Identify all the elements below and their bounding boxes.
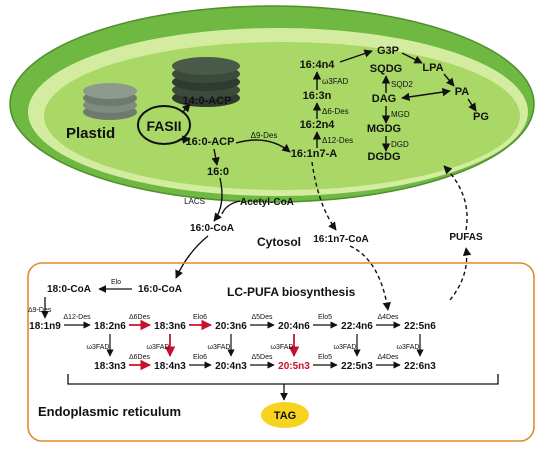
enzyme-n6-5: Elo5 (318, 314, 332, 321)
metabolite-22-5n6: 22:5n6 (404, 321, 436, 332)
metabolite-16-0-coa-cytosol: 16:0-CoA (190, 223, 234, 234)
arrow-pa-to-pg (467, 98, 477, 112)
enzyme-n6-6: Δ4Des (377, 314, 399, 321)
er-pathway-rows: 18:1n9 18:2n6 18:3n6 20:3n6 20:4n6 22:4n6 22:5… (29, 314, 436, 372)
arrow-g3p-to-lpa (401, 52, 423, 64)
er-label: Endoplasmic reticulum (38, 404, 181, 419)
metabolite-18-0-coa: 18:0-CoA (47, 284, 91, 295)
metabolite-20-3n6: 20:3n6 (215, 321, 247, 332)
pufas-label: PUFAS (449, 232, 483, 243)
er-entry-arrows (41, 285, 132, 319)
enzyme-w3fad-6: ω3FAD (397, 344, 420, 351)
fasii-circle (137, 105, 191, 145)
lc-pufa-title: LC-PUFA biosynthesis (227, 285, 356, 299)
enzyme-n6-1: Δ12-Des (63, 314, 91, 321)
enzyme-d9des-plastid: Δ9-Des (251, 131, 278, 140)
enzyme-n3-3: Δ5Des (251, 354, 273, 361)
plastid-arrows (177, 49, 477, 166)
enzyme-n6-2: Δ6Des (129, 314, 151, 321)
metabolite-22-6n3: 22:6n3 (404, 361, 436, 372)
arrow-fasii-to-14-0-acp (181, 103, 191, 114)
thylakoid-stack-large (172, 57, 240, 107)
arrow-er-to-pufas (449, 247, 472, 301)
enzyme-mgd: MGD (391, 110, 410, 119)
metabolite-sqdg: SQDG (370, 63, 402, 75)
metabolite-18-1n9: 18:1n9 (29, 321, 61, 332)
enzyme-n6-4: Δ5Des (251, 314, 273, 321)
arrow-16-0-to-16-0-coa (213, 177, 223, 222)
metabolite-mgdg: MGDG (367, 123, 401, 135)
enzyme-w3fad-1: ω3FAD (87, 344, 110, 351)
enzyme-elo-er: Elo (111, 279, 121, 286)
enzyme-dgd: DGD (391, 140, 409, 149)
acetyl-coa-label: Acetyl-CoA (240, 197, 294, 208)
metabolite-g3p: G3P (377, 45, 399, 57)
enzyme-n3-4: Elo5 (318, 354, 332, 361)
arrow-fasii-to-16-0-acp (177, 135, 191, 144)
metabolite-16-1n7-coa: 16:1n7-CoA (313, 234, 369, 245)
enzyme-w3fad-3: ω3FAD (208, 344, 231, 351)
plastid-stroma (44, 42, 520, 190)
arrow-16-0-coa-to-er (175, 235, 209, 279)
arrow-pufas-to-plastid (443, 165, 468, 231)
metabolite-16-2n4: 16:2n4 (300, 119, 336, 131)
collector-line (67, 374, 499, 385)
metabolite-16-0-acp: 16:0-ACP (186, 136, 235, 148)
metabolite-18-3n6: 18:3n6 (154, 321, 186, 332)
metabolite-20-4n6: 20:4n6 (278, 321, 310, 332)
enzyme-d6des-plastid: Δ6-Des (322, 107, 349, 116)
enzyme-sqd2: SQD2 (391, 80, 413, 89)
arrow-16-1n7-coa-to-er (349, 245, 391, 311)
er-box (27, 262, 535, 442)
metabolite-16-3n: 16:3n (303, 90, 332, 102)
metabolite-16-4n4: 16:4n4 (300, 59, 336, 71)
enzyme-w3fad-4: ω3FAD (271, 344, 294, 351)
metabolite-20-4n3: 20:4n3 (215, 361, 247, 372)
metabolite-18-4n3: 18:4n3 (154, 361, 186, 372)
enzyme-n6-3: Elo6 (193, 314, 207, 321)
metabolite-dgdg: DGDG (368, 151, 401, 163)
arrow-lpa-to-pa (443, 73, 455, 87)
metabolite-16-0: 16:0 (207, 166, 229, 178)
tag-collector (67, 374, 499, 401)
metabolite-18-2n6: 18:2n6 (94, 321, 126, 332)
thylakoid-stack-small (83, 83, 137, 120)
arrow-16-4n4-to-g3p (339, 49, 373, 63)
plastid (9, 5, 535, 203)
enzyme-n3-1: Δ6Des (129, 354, 151, 361)
metabolite-pa: PA (455, 86, 470, 98)
enzyme-w3fad-plastid: ω3FAD (322, 77, 348, 86)
enzyme-n3-2: Elo6 (193, 354, 207, 361)
lacs-label: LACS (184, 197, 205, 206)
metabolite-18-3n3: 18:3n3 (94, 361, 126, 372)
metabolite-22-5n3: 22:5n3 (341, 361, 373, 372)
fasii-label: FASII (146, 118, 181, 134)
metabolite-22-4n6: 22:4n6 (341, 321, 373, 332)
enzyme-w3fad-5: ω3FAD (334, 344, 357, 351)
enzyme-d9des-er: Δ9-Des (28, 307, 52, 314)
tag-label: TAG (274, 410, 296, 422)
arrow-16-0-acp-to-16-0 (211, 148, 220, 166)
metabolite-dag: DAG (372, 93, 396, 105)
arrow-acetyl-coa-to-16-0-coa (221, 200, 241, 215)
plastid-label: Plastid (66, 125, 115, 142)
metabolite-16-0-coa-er: 16:0-CoA (138, 284, 182, 295)
tag-oval (261, 402, 309, 428)
metabolite-pg: PG (473, 111, 489, 123)
enzyme-d12des-plastid: Δ12-Des (322, 136, 353, 145)
metabolite-20-5n3: 20:5n3 (278, 361, 310, 372)
metabolite-lpa: LPA (422, 62, 443, 74)
metabolite-14-0-acp: 14:0-ACP (183, 95, 232, 107)
cytosol-arrows (175, 161, 472, 311)
enzyme-w3fad-2: ω3FAD (147, 344, 170, 351)
enzyme-n3-5: Δ4Des (377, 354, 399, 361)
arrow-16-0-acp-to-16-1n7-a (235, 139, 291, 153)
arrow-16-1n7-a-to-16-1n7-coa (311, 161, 337, 231)
arrow-dag-pa (401, 87, 451, 102)
cytosol-label: Cytosol (257, 235, 301, 249)
metabolite-16-1n7-a: 16:1n7-A (291, 148, 338, 160)
